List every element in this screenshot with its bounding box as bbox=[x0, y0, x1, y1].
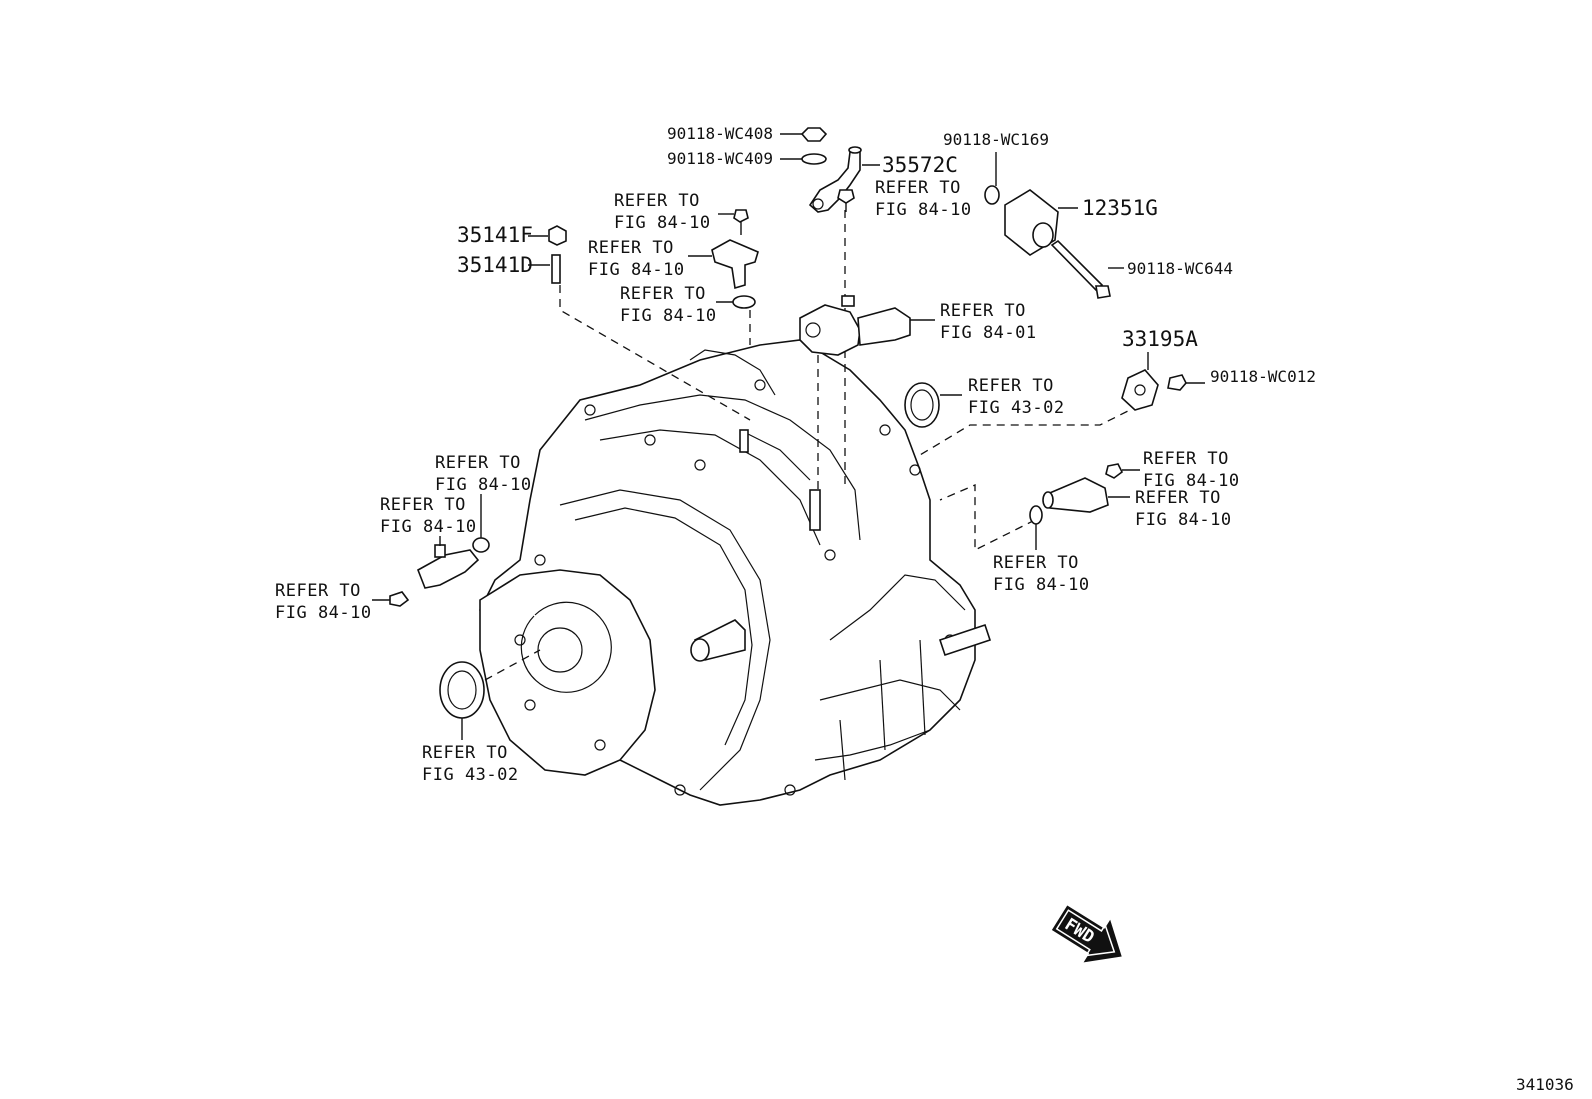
label-33195a: 33195A bbox=[1122, 327, 1198, 351]
bolt-top-center bbox=[837, 189, 855, 212]
label-refer-left-sensor-2: FIG 84-10 bbox=[380, 517, 477, 537]
speed-sensor-left bbox=[417, 536, 480, 589]
label-refer-oring-2: FIG 84-10 bbox=[620, 306, 717, 326]
neutral-start-switch bbox=[799, 295, 935, 356]
o-ring-top bbox=[716, 295, 756, 309]
label-refer-bolt-left-1: REFER TO bbox=[614, 191, 700, 211]
label-refer-right-bolt-2: FIG 84-10 bbox=[1143, 471, 1240, 491]
label-refer-bolt-top-1: REFER TO bbox=[875, 178, 961, 198]
mount-12351g bbox=[1004, 189, 1078, 256]
label-90118-wc409: 90118-WC409 bbox=[667, 149, 773, 168]
label-90118-wc644: 90118-WC644 bbox=[1127, 259, 1233, 278]
label-refer-seal-left-2: FIG 43-02 bbox=[422, 765, 519, 785]
washer-90118-wc409 bbox=[780, 153, 827, 165]
label-refer-left-oring-1: REFER TO bbox=[435, 453, 521, 473]
label-refer-left-oring-2: FIG 84-10 bbox=[435, 475, 532, 495]
label-refer-left-bolt-2: FIG 84-10 bbox=[275, 603, 372, 623]
bolt-right-sensor bbox=[1105, 463, 1140, 479]
label-35572c: 35572C bbox=[882, 153, 958, 177]
label-90118-wc169: 90118-WC169 bbox=[943, 130, 1049, 149]
cap-35141f bbox=[528, 225, 567, 246]
label-refer-seal-left-1: REFER TO bbox=[422, 743, 508, 763]
label-35141f: 35141F bbox=[457, 223, 533, 247]
pin-35141d bbox=[528, 254, 561, 284]
label-90118-wc012: 90118-WC012 bbox=[1210, 367, 1316, 386]
assembly-dashed-lines bbox=[484, 210, 1141, 681]
label-refer-left-bolt-1: REFER TO bbox=[275, 581, 361, 601]
bolt-90118-wc644 bbox=[1050, 239, 1124, 299]
o-ring-right bbox=[1029, 505, 1043, 550]
figure-number: 341036 bbox=[1516, 1075, 1574, 1094]
label-refer-right-oring-1: REFER TO bbox=[993, 553, 1079, 573]
label-refer-bolt-top-2: FIG 84-10 bbox=[875, 200, 972, 220]
label-refer-right-bolt-1: REFER TO bbox=[1143, 449, 1229, 469]
bolt-sensor-top-left bbox=[718, 209, 749, 235]
bolt-90118-wc012 bbox=[1167, 374, 1205, 391]
label-refer-right-sensor-2: FIG 84-10 bbox=[1135, 510, 1232, 530]
transmission-case bbox=[479, 339, 992, 806]
label-refer-sensor-2: FIG 84-10 bbox=[588, 260, 685, 280]
oil-seal-right bbox=[904, 382, 962, 428]
speed-sensor-top bbox=[688, 239, 759, 290]
label-refer-seal-right-1: REFER TO bbox=[968, 376, 1054, 396]
label-refer-right-oring-2: FIG 84-10 bbox=[993, 575, 1090, 595]
label-12351g: 12351G bbox=[1082, 196, 1158, 220]
washer-90118-wc169 bbox=[984, 152, 1000, 205]
label-refer-left-sensor-1: REFER TO bbox=[380, 495, 466, 515]
label-refer-switch-1: REFER TO bbox=[940, 301, 1026, 321]
nut-90118-wc408 bbox=[780, 127, 828, 142]
bolt-left-sensor bbox=[372, 591, 410, 607]
label-35141d: 35141D bbox=[457, 253, 533, 277]
label-refer-oring-1: REFER TO bbox=[620, 284, 706, 304]
label-refer-switch-2: FIG 84-01 bbox=[940, 323, 1037, 343]
o-ring-left bbox=[472, 494, 490, 553]
label-refer-sensor-1: REFER TO bbox=[588, 238, 674, 258]
lever-35572c bbox=[808, 146, 880, 213]
plate-33195a bbox=[1121, 352, 1159, 411]
label-refer-bolt-left-2: FIG 84-10 bbox=[614, 213, 711, 233]
fwd-arrow-icon: FWD bbox=[1051, 905, 1122, 963]
label-refer-right-sensor-1: REFER TO bbox=[1135, 488, 1221, 508]
label-refer-seal-right-2: FIG 43-02 bbox=[968, 398, 1065, 418]
speed-sensor-right bbox=[1042, 477, 1130, 513]
oil-seal-left bbox=[439, 661, 485, 740]
label-90118-wc408: 90118-WC408 bbox=[667, 124, 773, 143]
